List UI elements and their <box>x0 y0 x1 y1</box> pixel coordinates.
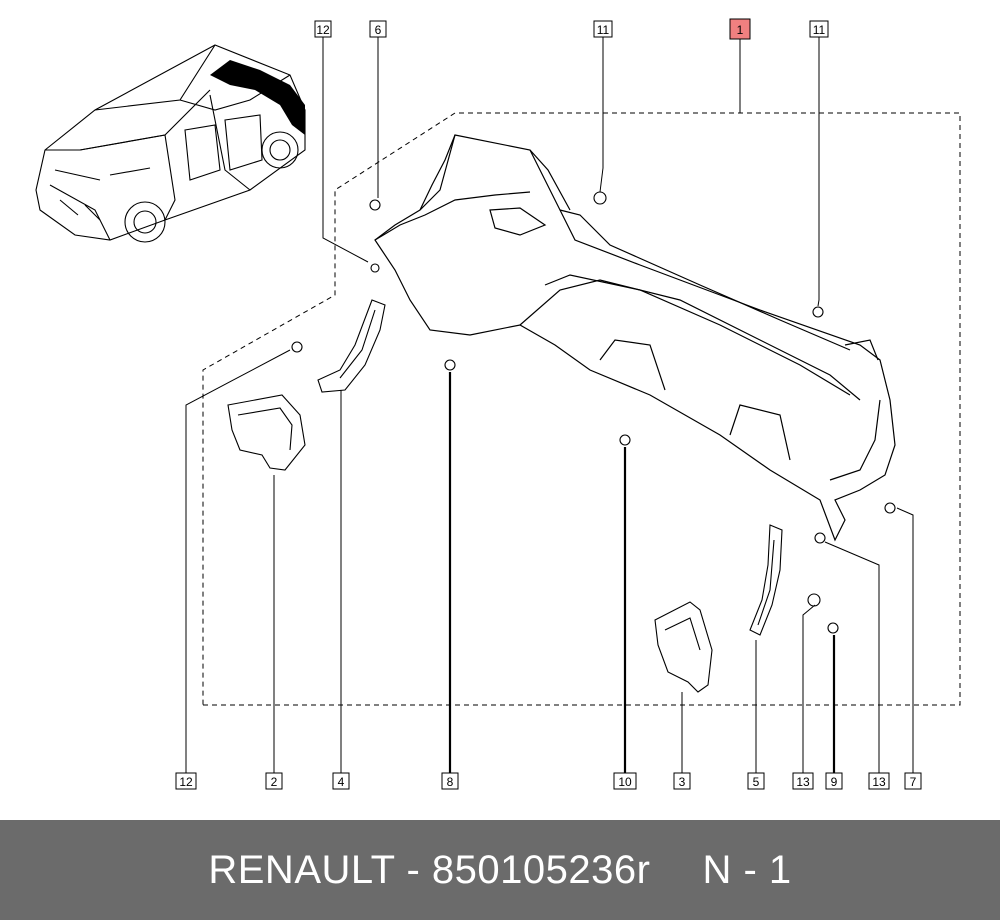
svg-text:11: 11 <box>813 23 826 37</box>
part-number-text: RENAULT - 850105236r <box>208 847 651 892</box>
svg-text:11: 11 <box>597 23 610 37</box>
callout-1-highlighted: 1 <box>729 18 751 40</box>
callout-12-bottom: 12 <box>175 772 197 790</box>
callout-7-bottom: 7 <box>904 772 922 790</box>
callout-9-bottom: 9 <box>825 772 843 790</box>
callout-10-bottom: 10 <box>613 772 637 790</box>
svg-text:12: 12 <box>316 23 330 37</box>
callout-5-bottom: 5 <box>747 772 765 790</box>
svg-text:7: 7 <box>910 775 917 789</box>
svg-text:8: 8 <box>447 775 454 789</box>
callout-11-top-right: 11 <box>809 20 829 38</box>
svg-text:9: 9 <box>831 775 838 789</box>
callout-13-bottom-left: 13 <box>792 772 814 790</box>
callout-11-top-left: 11 <box>593 20 613 38</box>
fasteners <box>291 191 896 634</box>
rear-bumper-highlight-shape <box>210 60 305 135</box>
callout-8-bottom: 8 <box>441 772 459 790</box>
left-guide-part-2 <box>227 394 306 471</box>
svg-text:4: 4 <box>338 775 345 789</box>
assembly-boundary <box>202 112 961 706</box>
svg-text:1: 1 <box>737 23 744 37</box>
parts-diagram: 12 6 11 1 11 12 2 4 8 10 3 5 <box>35 18 961 790</box>
svg-text:13: 13 <box>872 775 886 789</box>
callout-4-bottom: 4 <box>332 772 350 790</box>
right-guide-part-3 <box>654 601 713 693</box>
callout-2-bottom: 2 <box>265 772 283 790</box>
part-number-footer: RENAULT - 850105236r N - 1 <box>0 820 1000 920</box>
callout-3-bottom: 3 <box>673 772 691 790</box>
right-bracket-part-5 <box>749 524 783 636</box>
callout-6-top: 6 <box>369 20 387 38</box>
callout-12-top: 12 <box>314 20 332 38</box>
vehicle-overview-illustration <box>35 44 306 243</box>
left-bracket-part-4 <box>317 299 386 393</box>
svg-text:12: 12 <box>179 775 193 789</box>
svg-text:10: 10 <box>618 775 632 789</box>
rear-bumper-cover <box>374 134 896 542</box>
svg-text:6: 6 <box>375 23 382 37</box>
leader-lines <box>185 37 914 773</box>
svg-text:2: 2 <box>271 775 278 789</box>
svg-text:3: 3 <box>679 775 686 789</box>
svg-text:13: 13 <box>796 775 810 789</box>
quantity-text: N - 1 <box>702 847 792 892</box>
callout-13-bottom-right: 13 <box>868 772 890 790</box>
svg-text:5: 5 <box>753 775 760 789</box>
